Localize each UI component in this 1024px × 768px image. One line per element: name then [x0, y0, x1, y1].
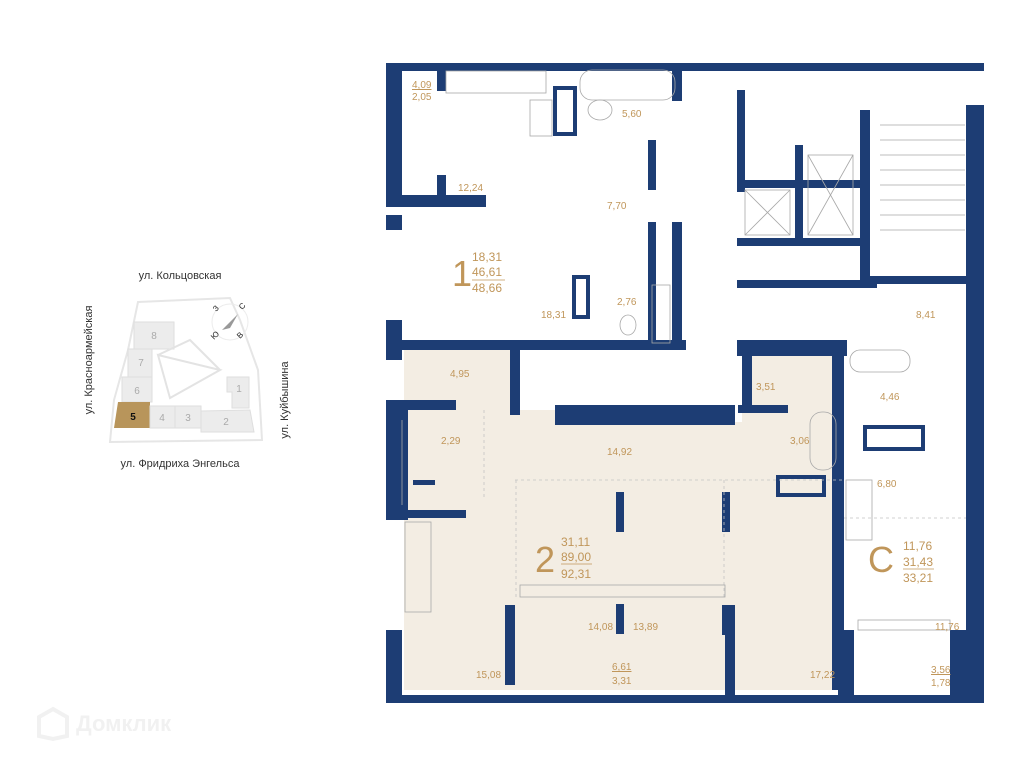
room-label: 2,29	[441, 436, 461, 447]
section-7[interactable]	[127, 348, 153, 378]
total-area: 46,61	[472, 265, 502, 279]
room-label: 3,31	[612, 676, 632, 687]
room-label: 3,51	[756, 382, 776, 393]
street-north-label: ул. Кольцовская	[139, 270, 222, 282]
room-label: 3,56	[931, 665, 951, 676]
watermark-text: Домклик	[76, 711, 172, 736]
room-label: 13,89	[633, 622, 658, 633]
compass-west: З	[211, 304, 221, 314]
living-area: 11,76	[903, 539, 932, 553]
section-3-label: 3	[185, 413, 191, 424]
room-label: 5,60	[622, 109, 642, 120]
living-area: 31,11	[561, 535, 590, 549]
total-area: 31,43	[903, 555, 933, 569]
section-6-label: 6	[134, 386, 140, 397]
room-label: 12,24	[458, 183, 483, 194]
room-label: 4,95	[450, 369, 470, 380]
apartment-1-summary[interactable]: 1 18,31 46,61 48,66	[452, 250, 505, 295]
house-logo-icon	[37, 706, 69, 742]
site-plan: 8 7 6 5 4 3 2 1 З С Ю В ул. Кольцовская …	[70, 260, 330, 480]
walls	[386, 63, 984, 703]
room-label: 7,70	[607, 201, 627, 212]
room-label: 14,08	[588, 622, 613, 633]
room-label: 6,80	[877, 479, 897, 490]
section-4-label: 4	[159, 413, 165, 424]
room-label: 3,06	[790, 436, 810, 447]
section-2-label: 2	[223, 417, 229, 428]
rooms-count: 1	[452, 253, 472, 294]
section-7-label: 7	[138, 358, 144, 369]
total-area: 89,00	[561, 550, 591, 564]
room-label: 11,76	[935, 622, 960, 633]
room-label: 18,31	[541, 310, 566, 321]
site-outline	[108, 296, 264, 444]
apartment-2-summary[interactable]: 2 31,11 89,00 92,31	[535, 535, 592, 581]
section-8-label: 8	[151, 331, 157, 342]
compass-south: Ю	[209, 329, 221, 341]
room-label: 2,76	[617, 297, 637, 308]
section-1[interactable]	[226, 376, 250, 409]
compass-icon: З С Ю В	[209, 301, 249, 341]
room-label: 1,78	[931, 678, 951, 689]
rooms-count: 2	[535, 539, 555, 580]
section-1-label: 1	[236, 384, 242, 395]
compass-east: В	[235, 330, 245, 340]
room-label: 17,22	[810, 670, 835, 681]
rooms-count: С	[868, 539, 894, 580]
room-label: 8,41	[916, 310, 936, 321]
floor-plan: 4,09 2,05 12,24 5,60 7,70 18,31 2,76 8,4…	[380, 60, 990, 705]
section-8[interactable]	[133, 321, 175, 350]
apartment-studio-summary[interactable]: С 11,76 31,43 33,21	[868, 539, 934, 585]
living-area: 18,31	[472, 250, 502, 264]
room-label: 2,05	[412, 92, 432, 103]
room-label: 6,61	[612, 662, 632, 673]
compass-north: С	[237, 301, 248, 312]
room-label: 4,46	[880, 392, 900, 403]
total-with-balcony: 48,66	[472, 281, 502, 295]
total-with-balcony: 92,31	[561, 567, 591, 581]
room-label: 15,08	[476, 670, 501, 681]
watermark: Домклик	[36, 706, 171, 742]
street-east-label: ул. Куйбышина	[279, 361, 291, 439]
section-5-label: 5	[130, 412, 136, 423]
street-west-label: ул. Красноармейская	[83, 306, 95, 415]
room-label: 14,92	[607, 447, 632, 458]
section-2[interactable]	[200, 409, 255, 433]
total-with-balcony: 33,21	[903, 571, 933, 585]
section-5[interactable]	[114, 402, 150, 428]
street-south-label: ул. Фридриха Энгельса	[121, 458, 241, 470]
room-label: 4,09	[412, 80, 432, 91]
fixtures	[401, 69, 966, 631]
